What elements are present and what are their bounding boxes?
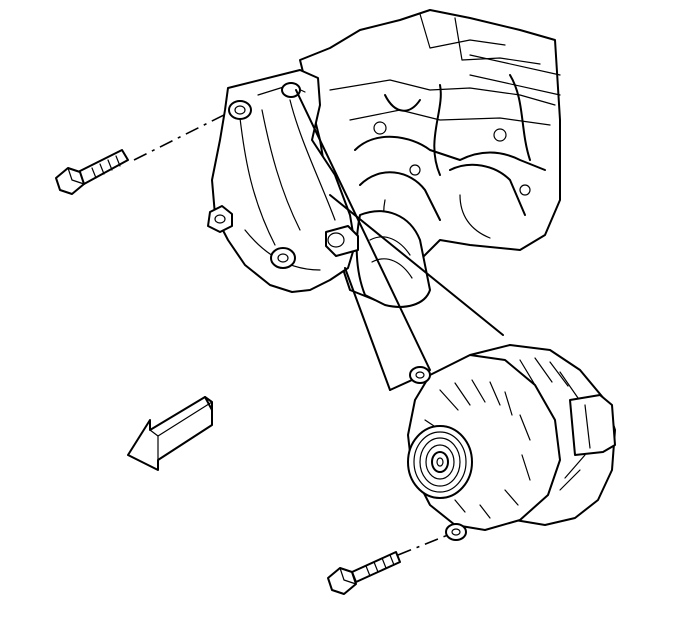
- arrow-icon: [127, 396, 213, 471]
- lower-bolt: [327, 534, 449, 595]
- alignment-lines: [295, 89, 504, 391]
- engine-block: [299, 9, 561, 308]
- alternator-icon: [389, 344, 616, 541]
- upper-bolt: [55, 112, 229, 195]
- mounting-bracket: [207, 69, 359, 293]
